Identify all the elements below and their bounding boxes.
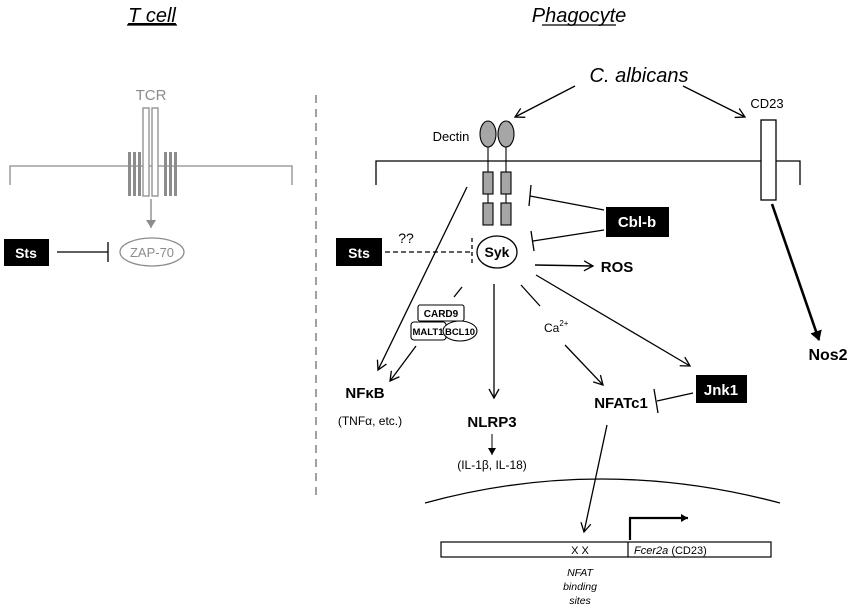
cblb-inhibit-dectin-bar xyxy=(528,184,532,207)
nfkb-label: NFκB xyxy=(345,385,384,402)
tcell-sts-label: Sts xyxy=(15,245,37,261)
nfat-caption-line-2: binding xyxy=(563,581,597,593)
nuclear-envelope xyxy=(424,478,781,504)
syk-to-calcium-line xyxy=(520,284,541,307)
dectin-to-nfkb-arrow xyxy=(376,186,468,372)
syk-label: Syk xyxy=(485,244,510,260)
gene-label: Fcer2a (CD23) xyxy=(634,545,707,557)
zap70-label: ZAP-70 xyxy=(130,245,174,260)
phagocyte-sts-box xyxy=(336,238,382,266)
cblb-inhibit-syk-line xyxy=(532,229,605,242)
bcl10-label: BCL10 xyxy=(445,327,475,338)
jnk1-inhibit-bar xyxy=(653,388,659,414)
pathogen-to-cd23-arrow xyxy=(682,85,747,119)
phagocyte-sts-label: Sts xyxy=(348,245,370,261)
syk-to-card9-line xyxy=(453,286,463,298)
bcl10-ellipse xyxy=(442,320,478,342)
ros-label: ROS xyxy=(601,259,634,276)
cd23-receptor xyxy=(760,119,777,201)
malt1-label: MALT1 xyxy=(413,327,445,338)
unknown-mechanism-label: ?? xyxy=(398,230,414,246)
nfatc1-label: NFATc1 xyxy=(594,395,648,412)
cblb-inhibit-syk-bar xyxy=(530,230,535,252)
tcell-sts-box xyxy=(4,239,49,266)
dna-strand xyxy=(440,541,772,558)
calcium-to-nfatc1-arrow xyxy=(564,344,604,386)
cd3-segments xyxy=(128,152,177,196)
cblb-label: Cbl-b xyxy=(618,214,656,231)
cd23-to-nos2-arrow xyxy=(770,203,822,341)
cblb-box xyxy=(606,207,669,237)
nos2-label: Nos2 xyxy=(808,347,847,364)
jnk1-box xyxy=(696,375,747,403)
cd23-label: CD23 xyxy=(750,96,783,111)
calcium-label: Ca2+ xyxy=(544,319,569,335)
pathogen-to-dectin-arrow xyxy=(513,85,576,118)
tcr-chain-right xyxy=(151,107,159,197)
nfat-binding-sites-caption: NFAT binding sites xyxy=(563,567,597,607)
jnk1-label: Jnk1 xyxy=(704,382,738,399)
tcr-chain-left xyxy=(142,107,150,197)
nfat-caption-line-1: NFAT xyxy=(567,567,594,579)
tcr-label: TCR xyxy=(136,87,167,104)
zap70-ellipse xyxy=(119,237,185,267)
syk-to-ros-arrow xyxy=(534,260,595,272)
phagocyte-heading: Phagocyte xyxy=(532,5,627,27)
t-cell-heading: T cell xyxy=(128,5,176,27)
syk-node xyxy=(476,235,518,269)
card9-to-nfkb-arrow xyxy=(389,345,417,383)
card9-box xyxy=(417,304,465,322)
card9-label: CARD9 xyxy=(424,309,459,320)
nfat-caption-line-3: sites xyxy=(569,595,591,607)
dectin-label: Dectin xyxy=(433,129,470,144)
jnk1-inhibit-line xyxy=(656,392,694,402)
t-cell-membrane xyxy=(9,165,293,185)
nfkb-products-label: (TNFα, etc.) xyxy=(338,414,402,428)
dectin-receptor xyxy=(479,120,515,226)
transcription-start-arrow xyxy=(628,514,688,540)
nfat-binding-marks: X X xyxy=(571,545,589,557)
c-albicans-label: C. albicans xyxy=(590,65,689,87)
nlrp3-label: NLRP3 xyxy=(467,414,516,431)
phagocyte-membrane xyxy=(375,160,801,185)
syk-to-jnk1-arrow xyxy=(535,274,692,367)
cblb-inhibit-dectin-line xyxy=(529,195,605,211)
nlrp3-products-label: (IL-1β, IL-18) xyxy=(457,458,527,472)
